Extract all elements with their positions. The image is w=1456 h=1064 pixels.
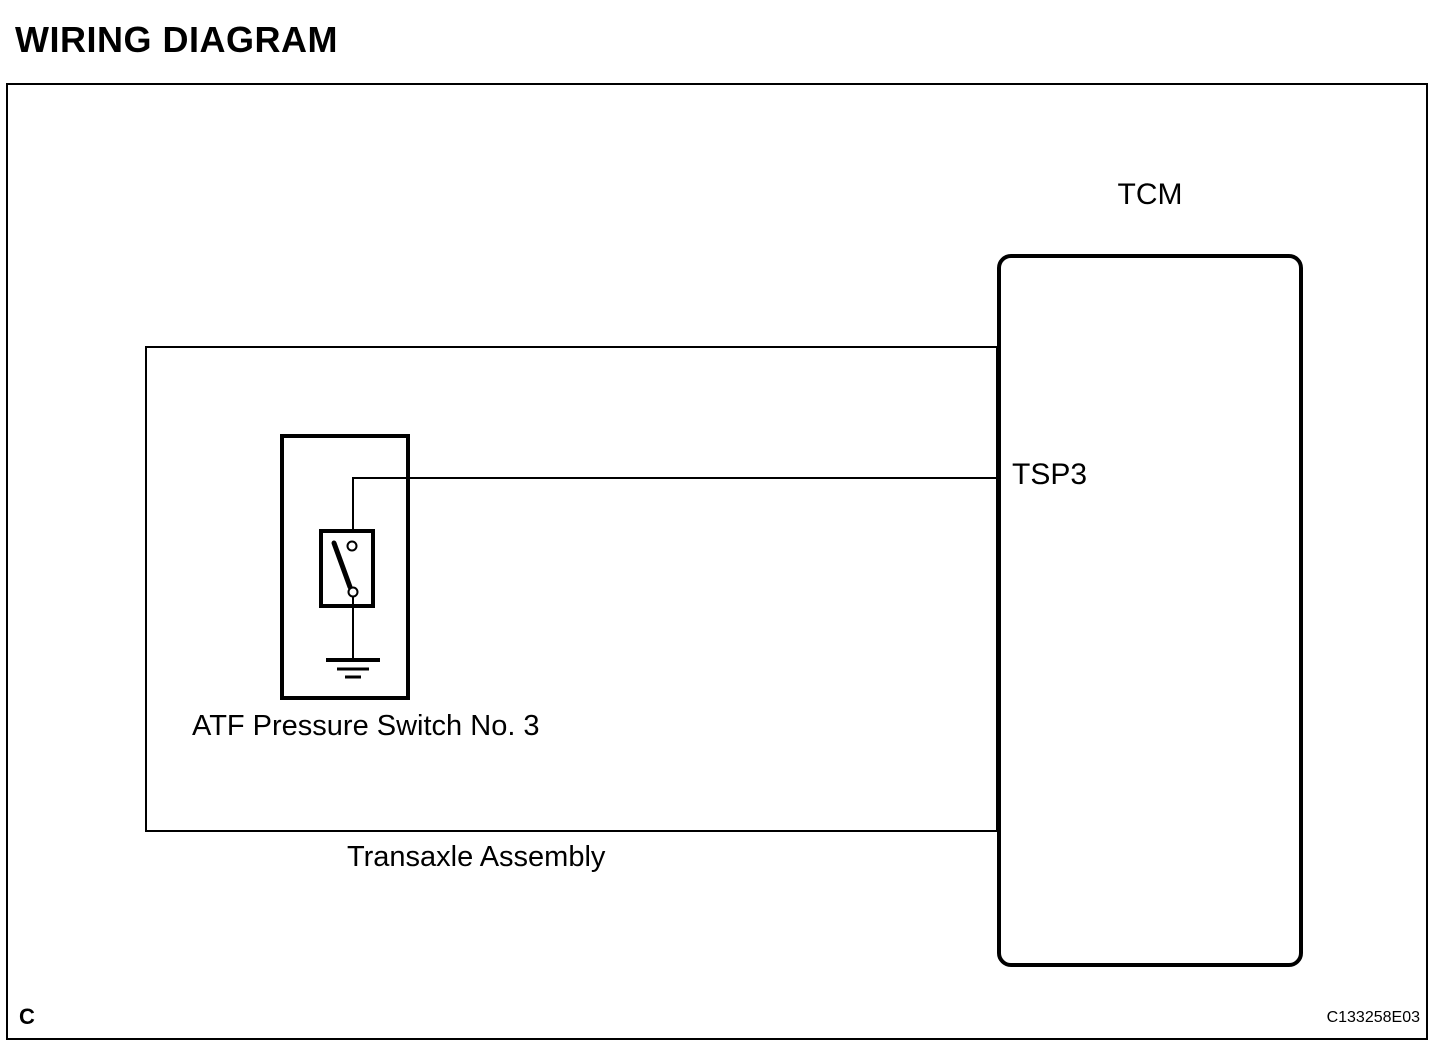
tcm-pin-tsp3-label: TSP3 [1012, 458, 1088, 491]
tcm-label: TCM [1117, 178, 1183, 211]
tcm-box [997, 254, 1303, 967]
transaxle-assembly-label: Transaxle Assembly [347, 841, 606, 873]
diagram-border [6, 83, 1428, 1040]
transaxle-assembly-box [145, 346, 998, 832]
atf-pressure-switch-label: ATF Pressure Switch No. 3 [192, 710, 540, 742]
figure-code: C133258E03 [1326, 1009, 1420, 1026]
page-title: WIRING DIAGRAM [15, 19, 338, 60]
atf-pressure-switch-box [280, 434, 410, 700]
page-corner-mark: C [19, 1004, 35, 1029]
